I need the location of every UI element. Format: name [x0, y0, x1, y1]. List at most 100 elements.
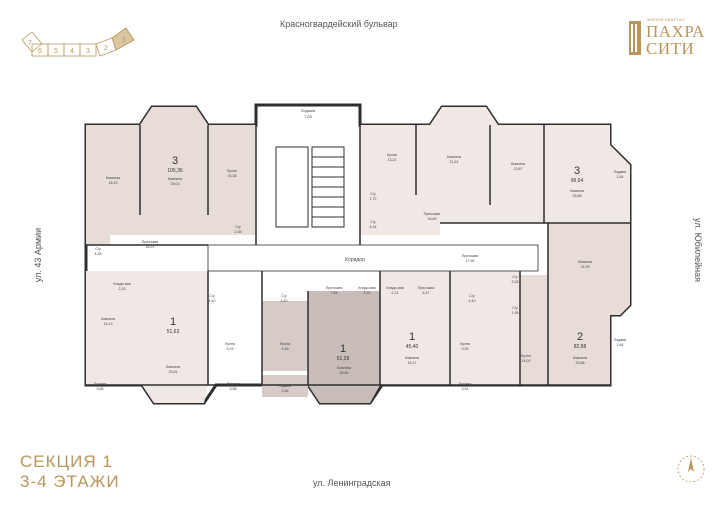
apartment-3-right-fill [360, 107, 630, 235]
apt-area-3-left: 105,36 [167, 168, 183, 174]
room-area: 21,09 [581, 265, 590, 269]
room-label: Лоджия [227, 382, 240, 386]
room-label: С/у [95, 247, 101, 251]
room-area: 25,88 [573, 194, 582, 198]
loggia-top-area: 7,63 [304, 114, 313, 119]
key-plan: 7 6 5 4 3 2 1 [21, 27, 135, 57]
key-plan-section-4: 4 [70, 48, 74, 55]
apt-rooms-1c: 1 [409, 331, 415, 343]
room-label: Прихожая [326, 286, 343, 290]
logo: ЖИЛОЙ КВАРТАЛ ПАХРА СИТИ [628, 15, 713, 60]
room-label: Комната [570, 189, 584, 193]
apt-area-1c: 45,40 [406, 344, 419, 350]
room-area: 7,45 [331, 291, 338, 295]
room-area: 4,24 [370, 225, 377, 229]
room-area: 3,56 [97, 387, 104, 391]
room-area: 9,29 [462, 347, 469, 351]
room-area: 1,72 [370, 197, 377, 201]
room-label: Кладо-вая [358, 286, 375, 290]
compass-icon [677, 455, 705, 483]
apartment-3-left-fill [86, 107, 256, 245]
street-right: ул. Юбилейная [693, 218, 703, 282]
room-area: 3,56 [230, 387, 237, 391]
street-left: ул. 43 Армии [33, 227, 43, 283]
apt-rooms-2: 2 [577, 331, 583, 343]
corridor-label: Коридор [345, 257, 365, 263]
key-plan-section-1: 1 [122, 37, 126, 44]
logo-line1: ПАХРА [646, 22, 705, 41]
room-label: Комната [166, 365, 180, 369]
lodzhia-356-center-fill [262, 375, 308, 397]
room-label: С/у [235, 225, 241, 229]
corridor [207, 244, 539, 272]
logo-emblem-icon [629, 21, 641, 55]
room-area: 6,47 [423, 291, 430, 295]
logo-subtitle: ЖИЛОЙ КВАРТАЛ [647, 17, 685, 22]
room-area: 16,60 [428, 217, 437, 221]
room-label: Кухня [460, 342, 470, 346]
room-label: Прихожая [424, 212, 441, 216]
room-label: Комната [101, 317, 115, 321]
room-area: 3,28 [512, 280, 519, 284]
room-area: 18,13 [109, 181, 118, 185]
room-label: Прихожая [462, 254, 479, 258]
room-label: Лоджия [279, 384, 292, 388]
room-label: Комната [168, 177, 182, 181]
room-label: Лоджия [94, 382, 107, 386]
apt-area-1a: 51,63 [167, 329, 180, 335]
key-plan-section-2: 2 [104, 45, 108, 52]
room-label: Комната [573, 356, 587, 360]
room-label: С/у [512, 306, 518, 310]
room-area: 2,30 [119, 287, 126, 291]
room-label: Кухня [225, 342, 235, 346]
loggia-top-label: Лоджия [301, 108, 315, 113]
room-area: 21,61 [450, 160, 459, 164]
room-label: Лоджия [614, 338, 627, 342]
room-label: Кухня [387, 153, 397, 157]
room-area: 3,51 [462, 387, 469, 391]
key-plan-section-7: 7 [28, 40, 32, 47]
room-area: 2,64 [617, 175, 624, 179]
floor-plan: Лоджия 7,63 Коридор 3 105,36 3 96,64 2 8… [84, 103, 632, 405]
key-plan-section-5: 5 [54, 48, 58, 55]
room-label: Лоджия [459, 382, 472, 386]
room-area: 25,89 [340, 371, 349, 375]
room-area: 18,21 [146, 245, 155, 249]
key-plan-section-3: 3 [86, 48, 90, 55]
room-area: 4,39 [95, 252, 102, 256]
apartment-1a-fill [86, 271, 208, 403]
room-area: 9,29 [227, 347, 234, 351]
room-label: Комната [106, 176, 120, 180]
street-top: Красногвардейский бульвар [280, 19, 398, 29]
logo-line2: СИТИ [646, 39, 695, 58]
key-plan-section-6: 6 [38, 48, 42, 55]
room-label: Прихожая [418, 286, 435, 290]
section-line2: 3-4 ЭТАЖИ [20, 472, 120, 491]
room-area: 19,17 [408, 361, 417, 365]
room-area: 9,45 [282, 347, 289, 351]
apt-area-1b: 51,28 [337, 356, 350, 362]
room-area: 18,19 [104, 322, 113, 326]
room-area: 2,64 [617, 343, 624, 347]
room-area: 2,31 [392, 291, 399, 295]
room-area: 2,31 [364, 291, 371, 295]
room-label: Комната [405, 356, 419, 360]
room-label: С/у [209, 294, 215, 298]
room-area: 2,35 [235, 230, 242, 234]
room-area: 3,56 [282, 389, 289, 393]
room-label: Комната [337, 366, 351, 370]
section-line1: СЕКЦИЯ 1 [20, 452, 113, 471]
street-bottom: ул. Ленинградская [313, 478, 391, 488]
room-area: 4,40 [469, 299, 476, 303]
room-label: Прихожая [142, 240, 159, 244]
room-label: Лоджия [614, 170, 627, 174]
room-label: Комната [511, 162, 525, 166]
room-area: 13,22 [388, 158, 397, 162]
apartment-1b-fill [308, 291, 380, 403]
room-area: 25,03 [171, 182, 180, 186]
room-label: Кухня [280, 342, 290, 346]
room-area: 1,95 [512, 311, 519, 315]
room-label: Комната [447, 155, 461, 159]
apt-area-2: 82,88 [574, 344, 587, 350]
section-title: СЕКЦИЯ 1 3-4 ЭТАЖИ [20, 452, 120, 492]
